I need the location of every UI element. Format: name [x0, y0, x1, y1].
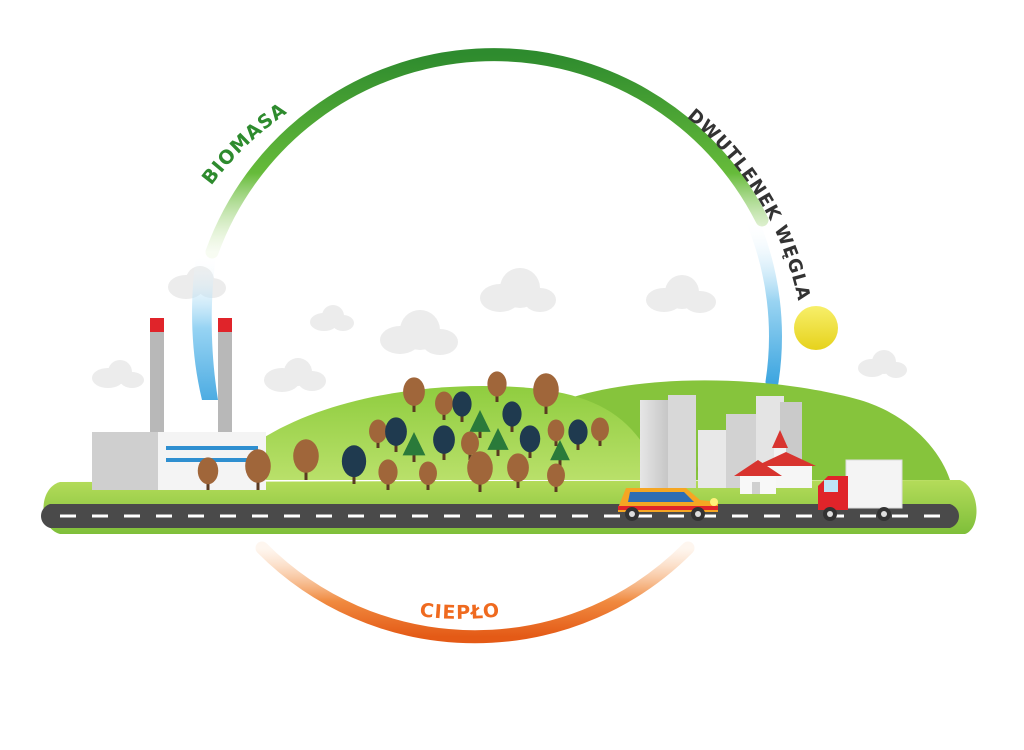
pine-tree-icon — [550, 440, 570, 466]
tree-icon — [341, 445, 367, 484]
chimney — [218, 330, 232, 440]
tree-icon — [197, 457, 219, 490]
tree-icon — [461, 431, 479, 460]
tower — [668, 395, 696, 488]
headlight-icon — [710, 498, 718, 506]
pine-tree-icon — [469, 410, 491, 438]
carbon-dioxide-arc — [745, 213, 782, 389]
tree-icon — [245, 449, 271, 490]
car — [618, 488, 718, 521]
pine-tree-icon — [487, 428, 509, 456]
cloud — [264, 358, 326, 392]
tree-icon — [369, 419, 387, 448]
factory-block — [92, 432, 160, 490]
biomass-arc — [205, 48, 769, 259]
tree-icon — [419, 461, 437, 490]
tree-icon — [433, 425, 455, 460]
tree-icon — [435, 391, 453, 420]
cloud — [92, 360, 144, 388]
tree-icon — [507, 453, 529, 488]
tower — [698, 430, 728, 488]
heat-label: CIEPŁO — [419, 599, 502, 624]
tree-icon — [547, 463, 565, 492]
tree-icon — [467, 451, 493, 492]
truck — [818, 459, 903, 521]
forest — [197, 371, 719, 492]
tree-icon — [568, 419, 588, 450]
city — [640, 395, 816, 494]
pine-tree-icon — [402, 432, 426, 462]
cloud — [646, 275, 716, 313]
road — [41, 504, 959, 528]
tower — [640, 400, 670, 488]
tree-icon — [502, 401, 522, 432]
heat-arc — [255, 541, 695, 644]
tree-icon — [293, 439, 319, 480]
tree-icon — [452, 391, 472, 422]
cloud — [310, 305, 354, 331]
cycle-ring — [205, 48, 782, 644]
clouds — [92, 266, 907, 392]
chimney-cap — [150, 318, 164, 332]
factory-stripe — [166, 446, 258, 450]
house — [734, 460, 782, 494]
cloud — [858, 350, 907, 378]
tree-icon — [378, 459, 398, 490]
cloud — [480, 268, 556, 312]
steam-plume — [192, 255, 218, 400]
tree-icon — [519, 425, 541, 458]
tree-icon — [385, 417, 407, 452]
chimney — [150, 330, 164, 440]
tree-icon — [487, 371, 507, 402]
tree-icon — [403, 377, 425, 412]
tree-icon — [533, 373, 559, 414]
chimney-cap — [218, 318, 232, 332]
sun-icon — [794, 306, 838, 350]
cloud — [380, 310, 458, 355]
tree-icon — [547, 419, 565, 446]
tree-icon — [591, 417, 609, 446]
